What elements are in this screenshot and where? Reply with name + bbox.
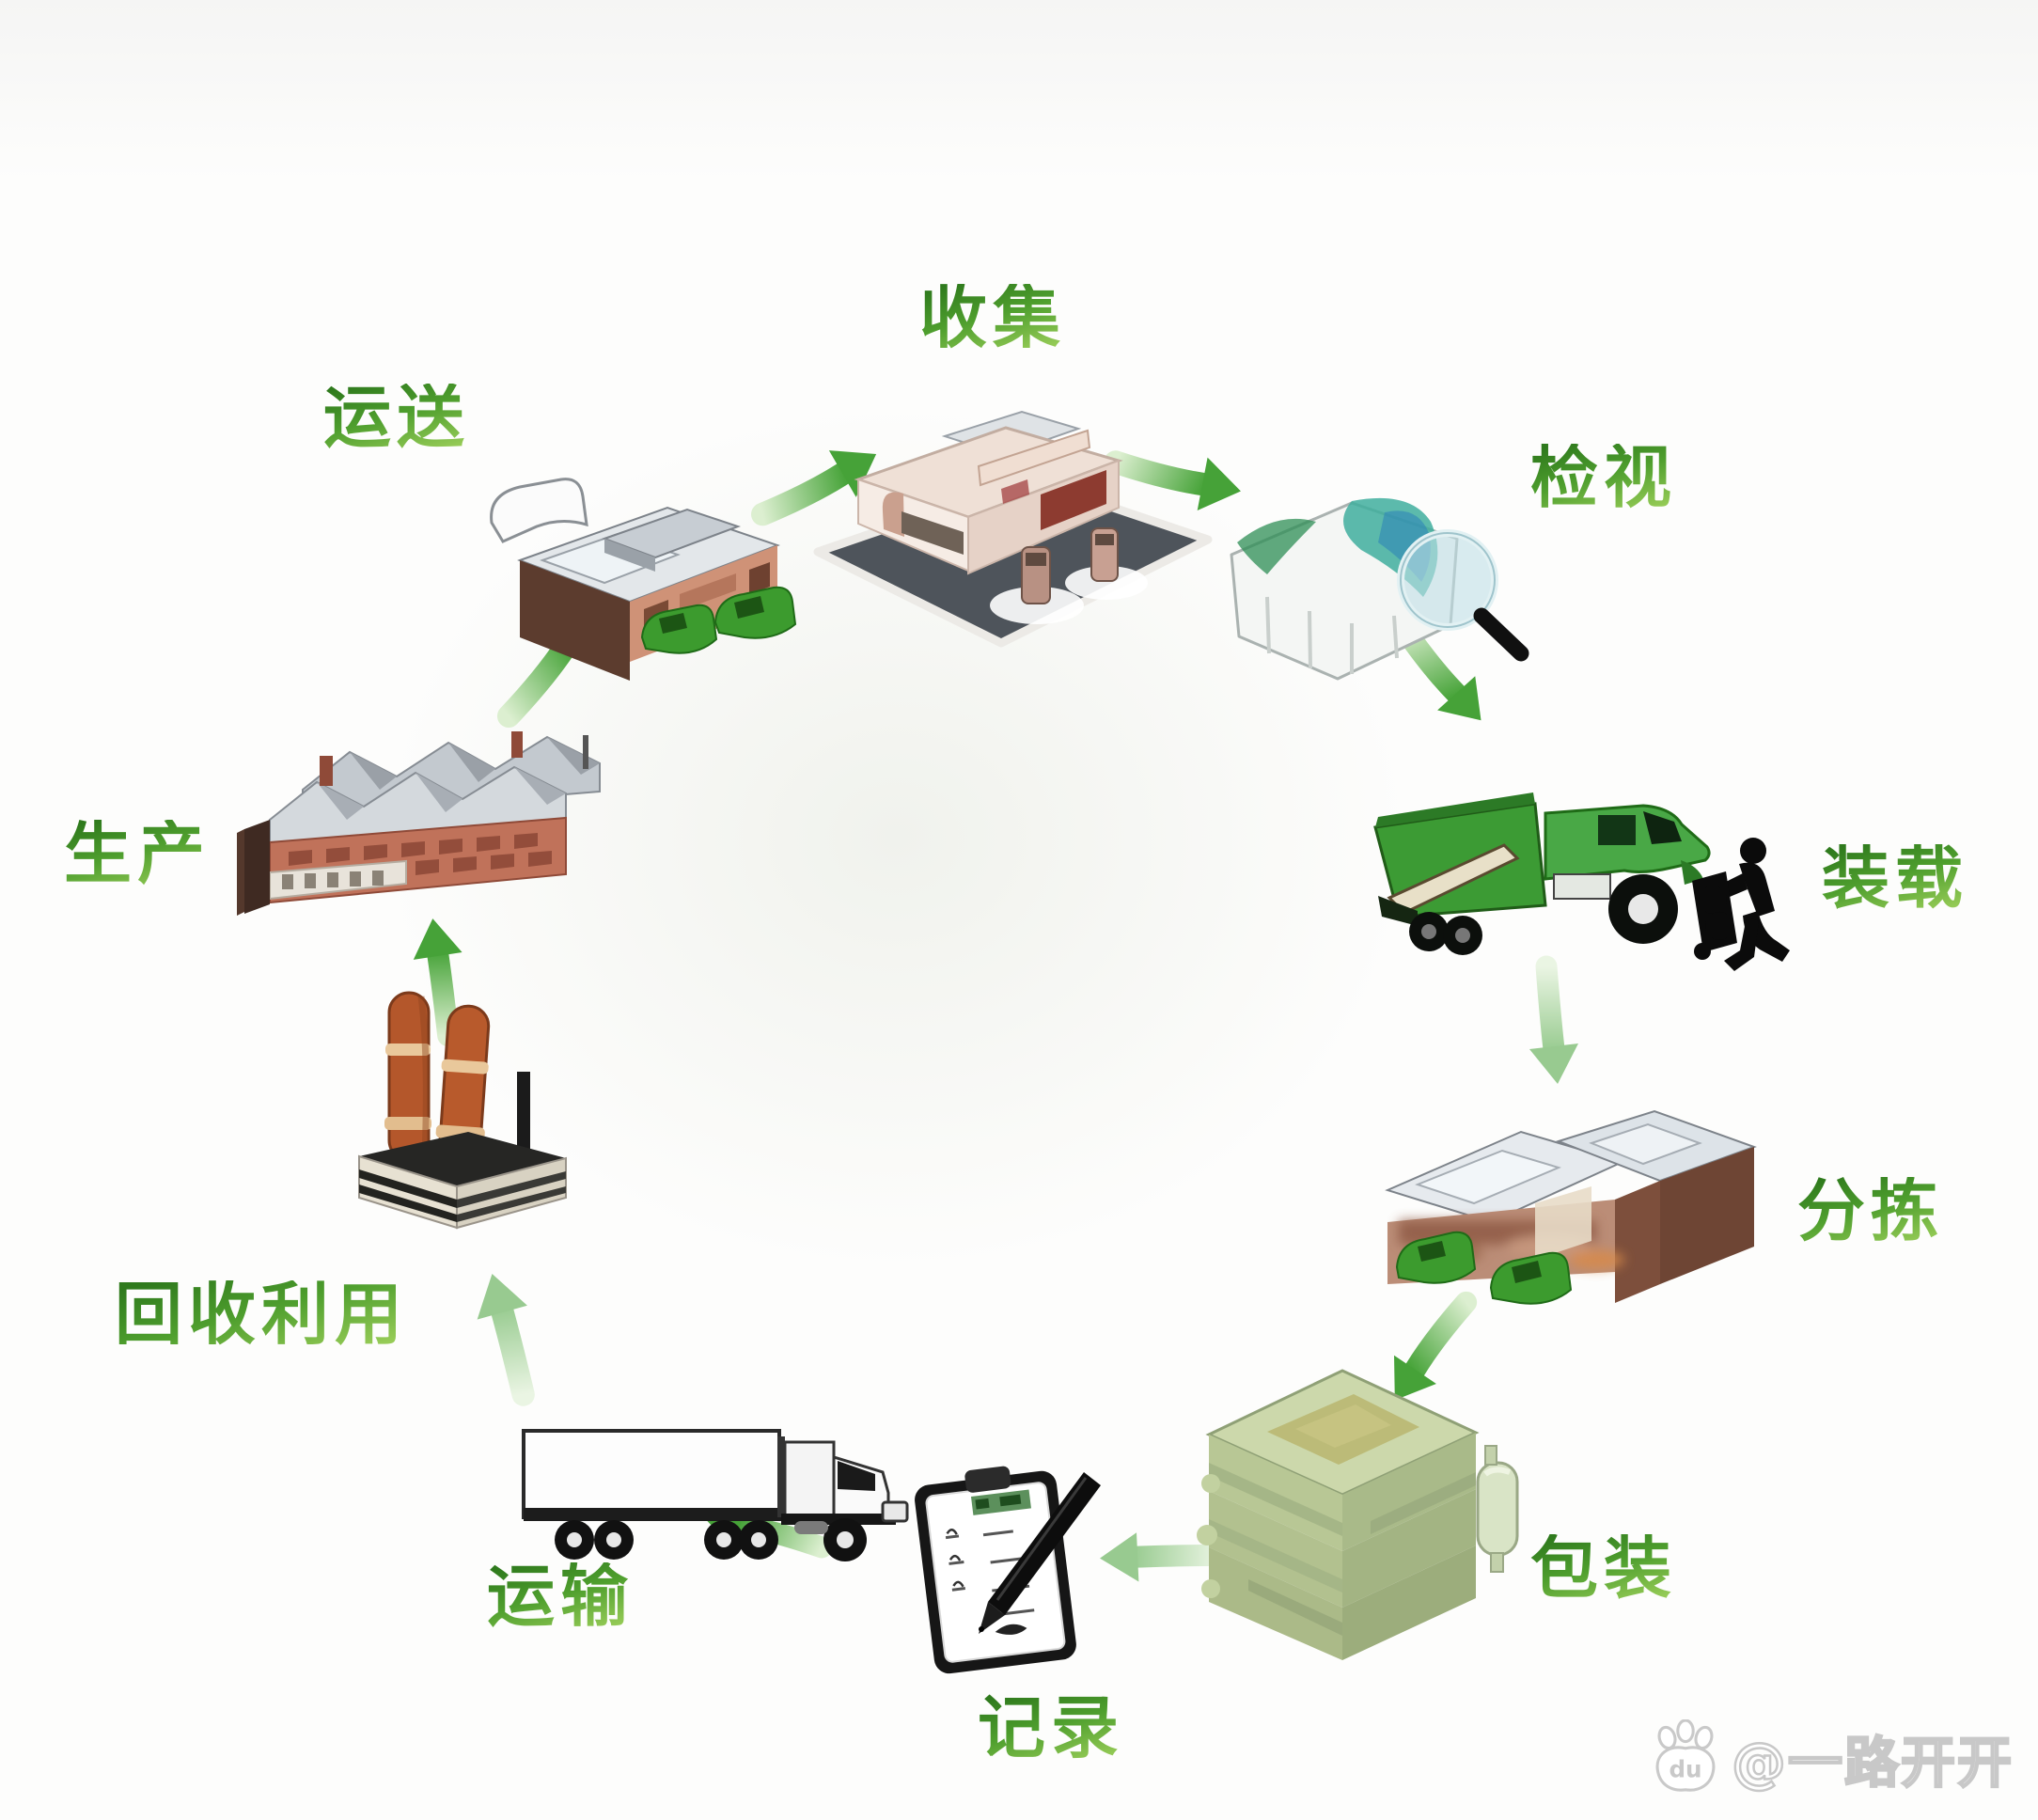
garbage-truck-with-worker-icon: [1373, 792, 1790, 971]
pen-icon: [979, 1472, 1101, 1634]
plant-base-icon: [358, 1132, 567, 1230]
thin-chimney-icon: [517, 1072, 530, 1164]
arrow-loading-to-sorting-icon: [1518, 955, 1593, 1090]
paw-logo-text: du: [1669, 1756, 1701, 1783]
watermark: du @一路开开: [1647, 1718, 2014, 1797]
semi-truck-icon: [522, 1429, 909, 1561]
stage-label-transport: 运输: [487, 1557, 635, 1636]
stage-label-loading: 装载: [1822, 839, 1969, 918]
baidu-paw-icon: du: [1655, 1719, 1716, 1792]
warehouse-with-trucks-icon: [1385, 1109, 1757, 1305]
brick-factory-icon: [237, 731, 601, 916]
inspection-illustration: [1211, 484, 1529, 714]
collection-station-icon: [813, 410, 1213, 648]
packaging-bales-illustration: [1154, 1342, 1532, 1664]
arrow-transport-to-recycling-icon: [453, 1261, 554, 1410]
recycling-plant-illustration: [331, 985, 587, 1232]
bale-with-magnifier-icon: [1230, 497, 1529, 681]
arrow-delivery-to-collection-icon: [740, 424, 896, 536]
depot-with-green-trucks-icon: [490, 478, 797, 681]
worker-silhouette-icon: [1692, 838, 1790, 971]
stage-label-recording: 记录: [978, 1688, 1125, 1767]
stage-label-recycling: 回收利用: [115, 1275, 409, 1354]
chimney-plant-icon: [358, 991, 567, 1230]
stage-label-packaging: 包装: [1530, 1529, 1678, 1608]
collection-station-illustration: [804, 369, 1222, 660]
stage-label-delivery: 运送: [323, 378, 471, 457]
arrow-packaging-to-recording-icon: [1086, 1518, 1231, 1603]
stacked-bales-icon: [1197, 1369, 1519, 1660]
arrow-collection-to-inspection-icon: [1099, 405, 1261, 541]
stage-label-production: 生产: [64, 814, 212, 893]
garbage-truck-icon: [1373, 792, 1711, 955]
arrow-sorting-to-packaging-icon: [1357, 1281, 1510, 1427]
sorting-warehouse-illustration: [1380, 1079, 1770, 1347]
production-factory-illustration: [237, 731, 615, 936]
stage-label-inspection: 检视: [1530, 438, 1678, 517]
orange-chimney-icon: [384, 991, 491, 1169]
pump-figure-icon: [1021, 527, 1119, 604]
side-cylinder-icon: [1476, 1445, 1519, 1573]
watermark-handle: @一路开开: [1731, 1730, 2014, 1796]
recording-clipboard-illustration: [898, 1459, 1116, 1685]
delivery-depot-illustration: [484, 468, 799, 698]
magnifier-icon: [1397, 529, 1529, 662]
transport-truck-illustration: [512, 1403, 931, 1577]
loading-illustration: [1361, 757, 1798, 1006]
stage-label-collection: 收集: [919, 278, 1067, 357]
stage-label-sorting: 分拣: [1797, 1171, 1945, 1250]
clipboard-with-pen-icon: [915, 1466, 1101, 1674]
